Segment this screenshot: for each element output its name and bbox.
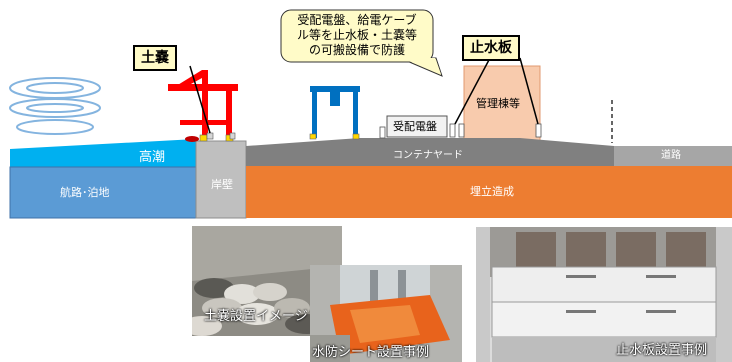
switchboard-box	[386, 115, 448, 138]
red-crane-feet	[199, 134, 234, 142]
red-gantry-crane	[168, 70, 238, 137]
channel-anchorage-area	[9, 166, 197, 219]
admin-building-label: 管理棟等	[476, 97, 520, 110]
barrier-photo-caption: 止水板設置事例	[616, 343, 708, 358]
admin-building	[463, 65, 541, 143]
callout-line-2: ル等を止水板・土嚢等	[296, 28, 417, 42]
sheet-photo: 水防シート設置事例	[310, 265, 462, 362]
road-area	[614, 146, 732, 166]
pointer-lines	[189, 57, 539, 134]
callout-bubble	[280, 9, 443, 77]
sandbag-on-quay	[185, 132, 236, 142]
high-tide-water	[10, 139, 196, 167]
callout-line-1: 受配電盤、給電ケーブ	[297, 13, 417, 27]
high-tide-label: 高潮	[139, 150, 166, 165]
barrier-photo-graphic	[476, 227, 732, 362]
sheet-photo-caption: 水防シート設置事例	[312, 345, 430, 360]
road-label: 道路	[661, 150, 681, 161]
barrier-photo: 止水板設置事例	[476, 227, 732, 362]
reclaimed-land-area	[246, 166, 732, 218]
sheet-photo-graphic	[310, 265, 462, 362]
flood-barrier-label: 止水板	[462, 35, 520, 61]
callout-text: 受配電盤、給電ケーブ ル等を止水板・土嚢等 の可搬設備で防護	[286, 13, 428, 58]
sandbag-photo-caption: 土嚢設置イメージ	[204, 309, 308, 324]
container-yard-area	[246, 138, 614, 166]
blue-crane-feet	[309, 133, 360, 140]
container-yard-label: コンテナヤード	[393, 150, 463, 161]
sandbag-label: 土嚢	[133, 45, 177, 71]
callout-line-3: の可搬設備で防護	[308, 43, 405, 57]
switchboard-label: 受配電盤	[393, 120, 437, 133]
barrier-plates	[379, 123, 542, 139]
channel-anchorage-label: 航路･泊地	[60, 186, 110, 199]
quay-wall-label: 岸壁	[211, 178, 233, 191]
wind-icon	[9, 77, 101, 135]
blue-transfer-crane	[310, 86, 360, 138]
reclaimed-land-label: 埋立造成	[470, 185, 514, 198]
quay-wall	[195, 140, 247, 219]
